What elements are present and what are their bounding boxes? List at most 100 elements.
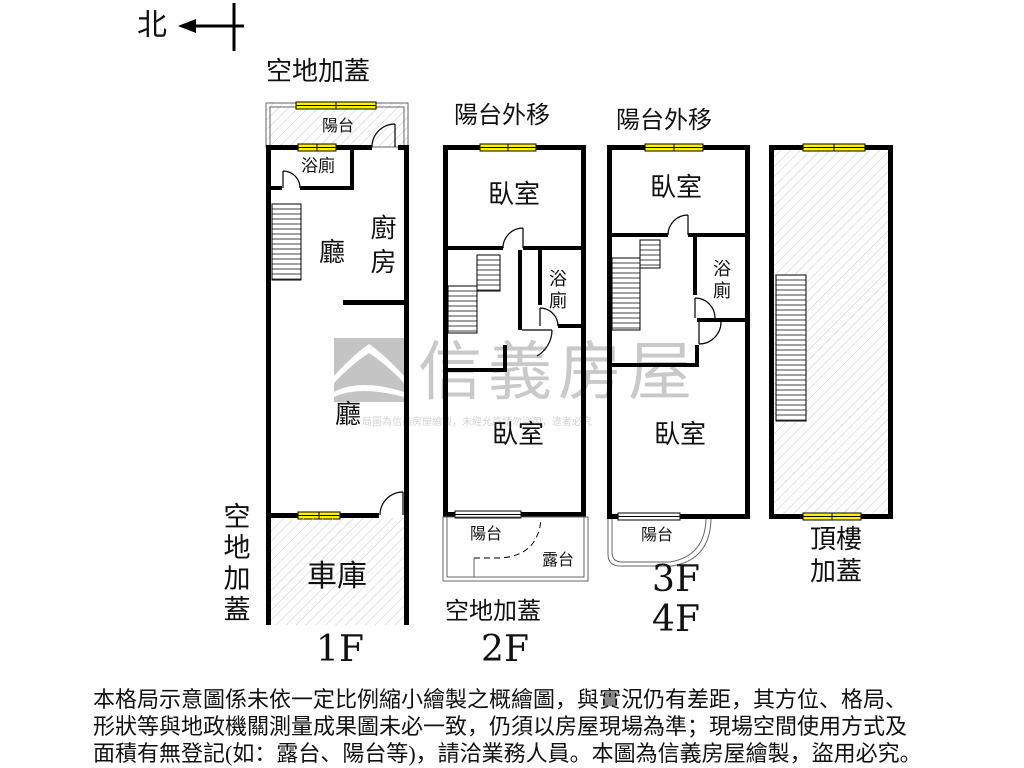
stair-outline <box>447 285 478 334</box>
window <box>802 512 862 521</box>
1f-stairs <box>271 203 302 281</box>
wall <box>443 368 507 372</box>
2f-bathroom-label: 浴廁 <box>546 269 567 313</box>
sliding-door <box>617 512 681 521</box>
wall <box>300 186 354 190</box>
door-icon <box>539 307 559 327</box>
wall <box>404 145 409 625</box>
3f-balcony-moved-label: 陽台外移 <box>616 106 712 134</box>
disclaimer-line: 形狀等與地政機關測量成果圖未必一致，仍須以房屋現場為準；現場空間使用方式及 <box>93 714 908 739</box>
window <box>297 511 341 520</box>
door-icon <box>502 227 524 249</box>
1f-living-room-lower-label: 廳 <box>334 400 362 430</box>
window <box>479 143 537 152</box>
2f-balcony-inner-line <box>446 516 585 578</box>
north-arrow-icon <box>178 3 244 51</box>
1f-top-extension-label: 空地加蓋 <box>265 57 371 87</box>
stair-outline <box>476 254 501 292</box>
1f-garage-label: 車庫 <box>307 559 367 594</box>
2f-terrace-label: 露台 <box>541 550 575 569</box>
wall <box>697 318 750 322</box>
disclaimer-line: 本格局示意圖係未依一定比例縮小繪製之概繪圖，與實況仍有差距，其方位、格局、 <box>93 687 908 712</box>
2f-bedroom-upper-label: 臥室 <box>487 180 541 210</box>
stair-outline <box>271 203 302 281</box>
floor-3f-4f-plan <box>607 143 750 567</box>
stair-outline <box>611 257 641 331</box>
2f-bedroom-lower-label: 臥室 <box>491 420 545 450</box>
wall <box>607 363 699 367</box>
window <box>802 143 866 152</box>
wall <box>266 145 271 625</box>
watermark-notice: 局圖為信義房屋繪製，未經允許請勿盜用，違者必究 <box>362 415 592 428</box>
3f-bathroom-label: 浴廁 <box>710 259 731 303</box>
wall <box>688 233 750 237</box>
1f-garage-area <box>271 518 404 625</box>
door-icon <box>522 329 553 357</box>
door-icon <box>371 123 396 148</box>
3f-balcony-outline <box>607 518 712 567</box>
wall <box>581 145 586 517</box>
wall <box>607 145 612 519</box>
2f-balcony-label: 陽台 <box>469 524 503 543</box>
3f-bedroom-upper-label: 臥室 <box>649 173 703 203</box>
wall <box>607 233 668 237</box>
floor-2f-plan <box>442 143 589 582</box>
door-icon <box>667 214 689 236</box>
3f-floor-label: 3F <box>652 559 700 600</box>
window <box>297 143 337 152</box>
sliding-door <box>454 510 522 519</box>
wall <box>503 345 507 372</box>
1f-balcony-area <box>265 102 409 148</box>
wall <box>518 250 522 330</box>
watermark-logo-icon <box>334 338 404 402</box>
window <box>295 101 377 110</box>
wall <box>558 324 583 328</box>
disclaimer-line: 面積有無登記(如：露台、陽台等)，請洽業務人員。本圖為信義房屋繪製，盜用必究。 <box>93 741 922 766</box>
3f-stairs-lower <box>611 257 641 331</box>
3f-balcony-label: 陽台 <box>640 525 674 544</box>
2f-stairs-lower <box>447 285 478 334</box>
door-icon <box>694 297 716 319</box>
north-label: 北 <box>137 8 167 43</box>
wall <box>350 147 354 190</box>
wall <box>538 250 542 305</box>
wall <box>443 145 448 517</box>
2f-balcony-divider <box>474 518 542 559</box>
1f-balcony-label: 陽台 <box>321 116 355 135</box>
door-icon <box>698 321 722 345</box>
4f-floor-label: 4F <box>652 599 700 640</box>
1f-side-extension-label: 空地加蓋 <box>218 502 250 626</box>
wall <box>769 145 774 519</box>
1f-floor-label: 1F <box>316 629 364 670</box>
1f-living-room-upper-label: 廳 <box>318 238 346 268</box>
wall <box>343 300 409 305</box>
wall <box>888 145 893 519</box>
rooftop-plan <box>769 143 893 521</box>
3f-bedroom-lower-label: 臥室 <box>653 420 707 450</box>
floor-1f-plan <box>265 101 409 625</box>
wall <box>266 186 282 190</box>
wall <box>443 246 503 250</box>
wall <box>745 145 750 519</box>
rooftop-stairs <box>775 274 807 422</box>
1f-bathroom-label: 浴廁 <box>301 156 335 177</box>
1f-kitchen-label: 廚房 <box>366 214 396 282</box>
door-icon <box>282 170 301 189</box>
watermark: 信義房屋 局圖為信義房屋繪製，未經允許請勿盜用，違者必究 <box>334 336 698 428</box>
rooftop-label-line2: 加蓋 <box>809 557 863 587</box>
wall <box>523 246 586 250</box>
2f-floor-label: 2F <box>481 629 529 670</box>
2f-stairs-upper <box>476 254 501 292</box>
rooftop-label-line1: 頂樓 <box>809 525 863 555</box>
stair-outline <box>639 239 661 269</box>
wall <box>695 345 699 367</box>
3f-balcony-inner-line <box>611 518 707 563</box>
2f-extension-label: 空地加蓋 <box>445 597 541 625</box>
stair-outline <box>775 274 807 422</box>
watermark-brand: 信義房屋 <box>418 336 698 410</box>
door-icon <box>379 491 404 516</box>
3f-stairs-upper <box>639 239 661 269</box>
window <box>644 143 704 152</box>
2f-balcony-outline <box>442 516 589 582</box>
